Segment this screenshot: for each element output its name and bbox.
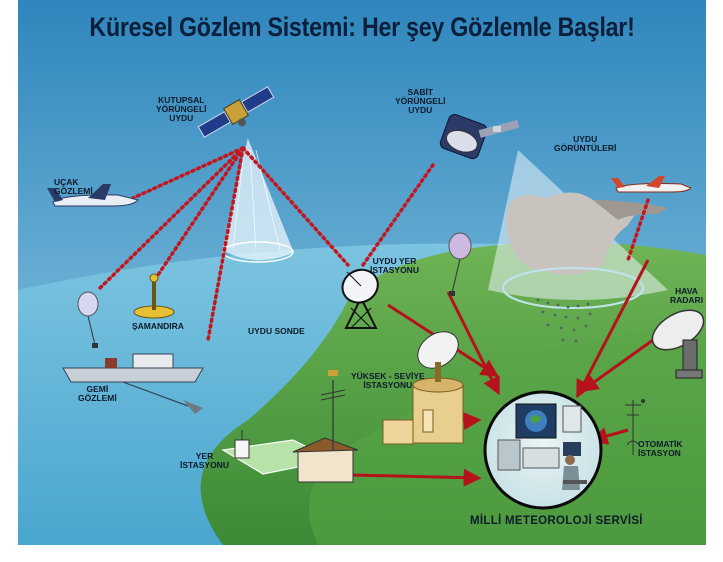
label-upper-air-station: YÜKSEK - SEVİYE İSTASYONU xyxy=(351,372,425,390)
label-buoy: ŞAMANDIRA xyxy=(132,322,184,331)
label-ground-station: YER İSTASYONU xyxy=(180,452,229,470)
diagram-title: Küresel Gözlem Sistemi: Her şey Gözlemle… xyxy=(66,12,658,43)
diagram-frame: Küresel Gözlem Sistemi: Her şey Gözlemle… xyxy=(18,0,706,545)
label-geo-satellite: SABİT YÖRÜNGELİ UYDU xyxy=(395,88,446,115)
label-sat-ground-station: UYDU YER İSTASYONU xyxy=(370,257,419,275)
label-automatic-station: OTOMATİK İSTASYON xyxy=(638,440,683,458)
label-polar-satellite: KUTUPSAL YÖRÜNGELİ UYDU xyxy=(156,96,207,123)
label-weather-radar: HAVA RADARI xyxy=(670,287,703,305)
label-met-service: MİLLİ METEOROLOJİ SERVİSİ xyxy=(470,515,643,527)
label-ship-obs: GEMİ GÖZLEMİ xyxy=(78,385,117,403)
observation-system-diagram xyxy=(18,0,706,545)
label-satellite-images: UYDU GÖRÜNTÜLERİ xyxy=(554,135,616,153)
label-radiosonde: UYDU SONDE xyxy=(248,327,305,336)
met-center-icon xyxy=(485,392,601,508)
label-aircraft-obs: UÇAK GÖZLEMİ xyxy=(54,178,93,196)
